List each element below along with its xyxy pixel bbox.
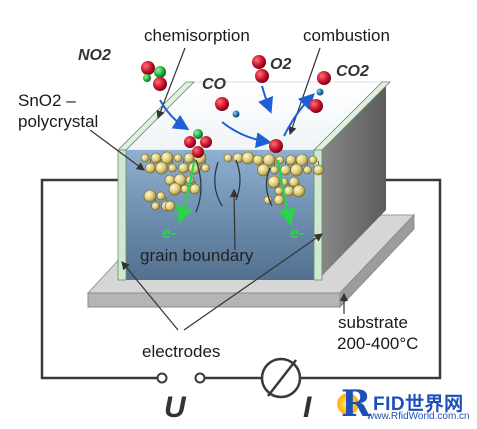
co-label: CO bbox=[202, 76, 226, 93]
sno2-grain bbox=[295, 153, 309, 167]
sno2-grain bbox=[275, 155, 285, 165]
co-molecule bbox=[215, 97, 240, 118]
sno2-grain bbox=[223, 153, 233, 163]
grain-boundary-label: grain boundary bbox=[140, 246, 254, 265]
co2-molecule bbox=[309, 71, 331, 113]
terminal-left bbox=[156, 372, 168, 384]
sno2-grain bbox=[189, 183, 201, 195]
electron-arrow-right bbox=[276, 159, 296, 227]
chemisorption-label: chemisorption bbox=[144, 26, 250, 45]
electron-label-left: e- bbox=[162, 225, 177, 242]
sno2-grain bbox=[160, 151, 174, 165]
spark-icon bbox=[337, 393, 359, 415]
sno2-grain bbox=[303, 165, 312, 175]
sno2-grain bbox=[201, 163, 210, 173]
sno2-grain bbox=[308, 155, 318, 165]
current-symbol-label: I bbox=[303, 391, 312, 424]
sno2-grain bbox=[267, 175, 281, 189]
electrode-left bbox=[117, 149, 127, 281]
sno2-grain bbox=[270, 165, 279, 175]
sno2-grain bbox=[173, 153, 183, 163]
sno2-label-line2: polycrystal bbox=[18, 112, 99, 131]
rfidworld-watermark-logo: R FID世界网 www.RfidWorld.com.cn bbox=[337, 383, 475, 427]
sno2-grain bbox=[178, 162, 189, 174]
sno2-grain bbox=[290, 163, 303, 177]
circuit-wire bbox=[40, 178, 442, 380]
sno2-grain bbox=[155, 161, 168, 175]
watermark-url: www.RfidWorld.com.cn bbox=[367, 411, 470, 422]
sno2-grain bbox=[164, 200, 176, 212]
no2-arrow bbox=[159, 99, 190, 131]
adsorbed-o-atom bbox=[269, 139, 283, 153]
electron-arrows bbox=[175, 159, 296, 227]
sno2-grain bbox=[143, 189, 157, 203]
sno2-grain bbox=[140, 153, 150, 163]
ammeter-symbol bbox=[260, 357, 302, 399]
o2-arrow bbox=[258, 85, 273, 114]
sno2-grain bbox=[156, 191, 166, 201]
flow-arrows bbox=[159, 85, 315, 149]
sno2-grain bbox=[241, 151, 255, 165]
terminal-right bbox=[194, 372, 206, 384]
co2-label: CO2 bbox=[336, 63, 369, 80]
sno2-grain bbox=[150, 152, 162, 164]
sno2-label-line1: SnO2 – bbox=[18, 91, 76, 110]
sno2-grain bbox=[280, 164, 291, 176]
no2-molecule bbox=[141, 61, 167, 91]
sno2-grain bbox=[283, 185, 295, 197]
sno2-grain bbox=[285, 154, 297, 166]
sno2-grain bbox=[183, 152, 195, 164]
sno2-grain bbox=[145, 162, 156, 174]
o2-label: O2 bbox=[270, 56, 292, 73]
substrate-label-line1: substrate bbox=[338, 313, 408, 332]
sensor-side-face bbox=[318, 82, 386, 280]
sno2-grain bbox=[292, 184, 306, 198]
sno2-grain bbox=[252, 154, 264, 166]
voltage-symbol-label: U bbox=[164, 391, 186, 424]
co-arrow bbox=[221, 121, 272, 149]
sno2-grain bbox=[274, 186, 284, 196]
adsorbed-no2-molecule bbox=[184, 129, 212, 158]
sno2-grain bbox=[313, 164, 324, 176]
sno2-grain bbox=[232, 152, 244, 164]
co2-arrow bbox=[283, 93, 315, 137]
sno2-grain bbox=[168, 182, 182, 196]
sno2-grain bbox=[168, 163, 177, 173]
electrode-right bbox=[313, 149, 323, 281]
sno2-grain bbox=[288, 176, 300, 188]
no2-label: NO2 bbox=[78, 47, 111, 64]
watermark-brand: FID世界网 bbox=[373, 394, 464, 415]
substrate-label-line2: 200-400°C bbox=[337, 334, 419, 353]
sno2-grain bbox=[273, 194, 285, 206]
sno2-grain bbox=[151, 201, 160, 211]
pointer-lines bbox=[89, 47, 349, 331]
watermark-r: R bbox=[341, 383, 371, 425]
electron-label-right: e- bbox=[290, 225, 305, 242]
electron-arrow-left bbox=[175, 161, 196, 225]
o2-molecule bbox=[252, 55, 269, 83]
sno2-grain bbox=[262, 153, 276, 167]
electrodes-label: electrodes bbox=[142, 342, 221, 361]
combustion-label: combustion bbox=[303, 26, 390, 45]
